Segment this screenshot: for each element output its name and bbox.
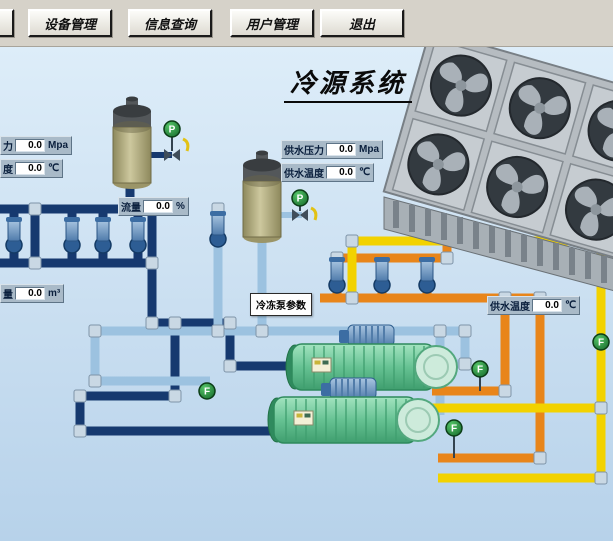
- flow-indicator-2: F: [471, 360, 489, 378]
- chilled-water-pump-1: [5, 216, 23, 254]
- chilled-pump-params-button[interactable]: 冷冻泵参数: [250, 293, 312, 316]
- toolbar-button-info-query[interactable]: 信息查询: [128, 9, 212, 37]
- gauge-total-flow: 量 0.0 m³: [0, 284, 65, 303]
- gauge-value: 0.0: [15, 139, 45, 152]
- chilled-water-pump-2: [63, 216, 81, 254]
- toolbar-button-exit[interactable]: 退出: [320, 9, 404, 37]
- svg-text:F: F: [477, 365, 483, 376]
- flow-indicator-1: F: [198, 382, 216, 400]
- cooling-tower: [382, 47, 613, 292]
- gauge-left-temp: 度 0.0 ℃: [0, 159, 64, 178]
- gauge-unit: ℃: [565, 300, 577, 311]
- svg-text:P: P: [169, 125, 176, 136]
- gauge-label: 力: [3, 142, 13, 153]
- flow-indicator-3: F: [445, 419, 463, 437]
- cooling-water-pump-3: [418, 256, 436, 294]
- gauge-value: 0.0: [326, 143, 356, 156]
- gauge-flow: 流量 0.0 %: [118, 197, 189, 216]
- toolbar: 设备管理 信息查询 用户管理 退出: [0, 0, 613, 47]
- valve-1: [164, 137, 180, 161]
- buffer-tank-1: [112, 96, 152, 190]
- gauge-label: 量: [3, 290, 13, 301]
- pressure-indicator-1: P: [163, 120, 181, 138]
- cooling-water-pump-2: [373, 256, 391, 294]
- toolbar-button-user-management[interactable]: 用户管理: [230, 9, 314, 37]
- gauge-value: 0.0: [143, 200, 173, 213]
- gauge-unit: Mpa: [359, 144, 379, 155]
- page-title: 冷源系统: [284, 63, 413, 103]
- status-hook-1: [182, 137, 190, 152]
- process-diagram: P P F F F F: [0, 47, 613, 485]
- svg-text:F: F: [204, 387, 210, 398]
- gauge-label: 供水温度: [490, 302, 530, 313]
- gauge-unit: Mpa: [48, 140, 68, 151]
- gauge-value: 0.0: [15, 287, 45, 300]
- svg-text:F: F: [598, 338, 604, 349]
- gauge-supply-pressure: 供水压力 0.0 Mpa: [281, 140, 383, 159]
- toolbar-button-device-management[interactable]: 设备管理: [28, 9, 112, 37]
- pressure-indicator-2: P: [291, 189, 309, 207]
- gauge-unit: ℃: [48, 163, 60, 174]
- gauge-unit: %: [176, 201, 185, 212]
- gauge-unit: ℃: [359, 167, 371, 178]
- chilled-water-pump-3: [94, 216, 112, 254]
- status-hook-2: [310, 206, 318, 221]
- gauge-label: 流量: [121, 203, 141, 214]
- toolbar-button-partial[interactable]: [0, 9, 14, 37]
- chilled-water-pump-5: [209, 210, 227, 248]
- buffer-tank-2: [242, 150, 282, 244]
- gauge-label: 度: [3, 165, 13, 176]
- gauge-value: 0.0: [532, 299, 562, 312]
- diagram-area: P P F F F F 冷源系统: [0, 47, 613, 541]
- cooling-water-pump-1: [328, 256, 346, 294]
- gauge-right-supply-temp: 供水温度 0.0 ℃: [487, 296, 581, 315]
- chilled-water-pump-4: [129, 216, 147, 254]
- gauge-value: 0.0: [15, 162, 45, 175]
- valve-2: [292, 206, 308, 221]
- gauge-unit: m³: [48, 288, 61, 299]
- flow-indicator-4: F: [592, 333, 610, 351]
- gauge-left-pressure: 力 0.0 Mpa: [0, 136, 72, 155]
- gauge-label: 供水温度: [284, 169, 324, 180]
- svg-text:F: F: [451, 424, 457, 435]
- gauge-value: 0.0: [326, 166, 356, 179]
- svg-text:P: P: [297, 194, 304, 205]
- gauge-supply-temp: 供水温度 0.0 ℃: [281, 163, 375, 182]
- gauge-label: 供水压力: [284, 146, 324, 157]
